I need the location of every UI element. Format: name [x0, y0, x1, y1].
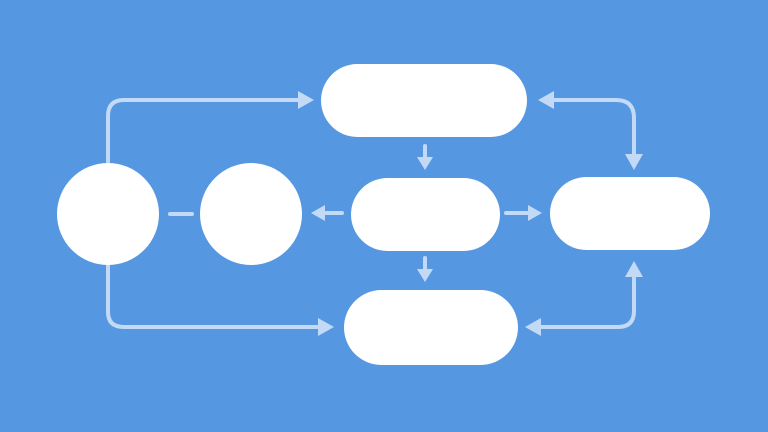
node-circle-left [57, 163, 159, 265]
node-pill-bottom [344, 290, 518, 365]
arrowhead-into-pill-right [528, 205, 542, 221]
arrowhead-into-pill-right-from-top [625, 154, 643, 170]
node-pill-right [550, 177, 710, 250]
node-pill-center [351, 178, 500, 251]
node-pill-top [321, 64, 527, 137]
edge-circle-left-to-pill-bottom [106, 262, 320, 329]
edge-pill-top-to-pill-right [550, 98, 636, 158]
arrowhead-into-pill-right-from-bottom [625, 261, 643, 277]
arrowhead-into-pill-bottom [318, 318, 334, 336]
arrowhead-into-pill-top-from-right [538, 91, 554, 109]
arrowhead-from-center-into-pill-bottom [417, 269, 433, 282]
edge-pill-bottom-to-pill-right [538, 274, 636, 329]
arrowhead-into-pill-center [417, 157, 433, 170]
nodes [57, 64, 710, 365]
arrowhead-into-pill-top [298, 91, 314, 109]
node-circle-middle [200, 163, 302, 265]
edge-circle-left-to-pill-top [106, 98, 302, 164]
connectors [106, 91, 643, 336]
arrowhead-into-pill-bottom-from-right [525, 318, 541, 336]
arrowhead-into-circle-middle [311, 205, 325, 221]
